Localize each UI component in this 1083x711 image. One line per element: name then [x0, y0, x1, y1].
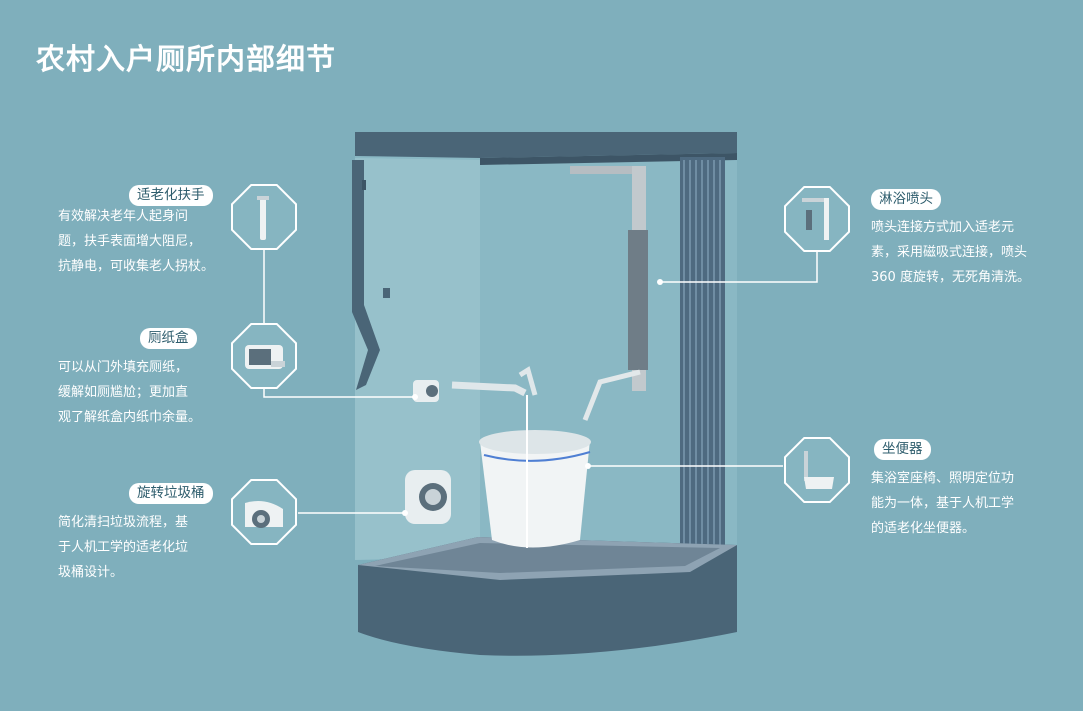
description-line: 素，采用磁吸式连接，喷头 [871, 245, 1028, 260]
tissue-box-description: 可以从门外填充厕纸， 缓解如厕尴尬；更加直 观了解纸盒内纸巾余量。 [58, 355, 201, 430]
tissue-box-icon [245, 345, 285, 369]
description-line: 有效解决老年人起身问 [58, 209, 189, 224]
description-line: 的适老化坐便器。 [871, 521, 976, 536]
description-line: 能为一体，基于人机工学 [871, 496, 1015, 511]
toilet-icon [804, 451, 834, 489]
description-line: 集浴室座椅、照明定位功 [871, 471, 1015, 486]
fold-handrail [451, 366, 538, 397]
toilet-label: 坐便器 [874, 439, 931, 460]
shower-head-label: 淋浴喷头 [871, 189, 941, 210]
toilet-icon-frame [784, 437, 850, 503]
description-line: 缓解如厕尴尬；更加直 [58, 385, 189, 400]
page-title: 农村入户厕所内部细节 [36, 42, 337, 76]
shower-head-icon-frame [784, 186, 850, 252]
roof [355, 132, 737, 158]
description-line: 喷头连接方式加入适老元 [871, 220, 1015, 235]
callout-connectors [263, 250, 818, 514]
shower-head-icon [802, 198, 829, 240]
description-line: 360 度旋转，无死角清洗。 [871, 270, 1030, 285]
ribbed-wall [680, 157, 725, 567]
toilet-description: 集浴室座椅、照明定位功 能为一体，基于人机工学 的适老化坐便器。 [871, 466, 1014, 541]
description-line: 可以从门外填充厕纸， [58, 360, 189, 375]
handrail-description: 有效解决老年人起身问 题，扶手表面增大阻尼， 抗静电，可收集老人拐杖。 [58, 204, 214, 279]
shower-column [570, 166, 648, 421]
description-line: 圾桶设计。 [58, 565, 124, 580]
trash-bin-icon-frame [231, 479, 297, 545]
glass-side [355, 158, 480, 560]
description-line: 于人机工学的适老化垃 [58, 540, 189, 555]
trash-bin-description: 简化清扫垃圾流程，基 于人机工学的适老化垃 圾桶设计。 [58, 510, 188, 585]
description-line: 抗静电，可收集老人拐杖。 [58, 259, 215, 274]
handrail-icon-frame [231, 184, 297, 250]
shower-head-description: 喷头连接方式加入适老元 素，采用磁吸式连接，喷头 360 度旋转，无死角清洗。 [871, 215, 1030, 290]
tissue-box-icon-frame [231, 323, 297, 389]
grab-bar [352, 160, 390, 390]
tissue-box-label: 厕纸盒 [140, 328, 197, 349]
description-line: 题，扶手表面增大阻尼， [58, 234, 202, 249]
handrail-label: 适老化扶手 [129, 185, 213, 206]
smart-toilet [479, 395, 591, 548]
trash-bin-label: 旋转垃圾桶 [129, 483, 213, 504]
handrail-icon [257, 196, 269, 240]
wall-trash-bin [405, 470, 451, 524]
description-line: 观了解纸盒内纸巾余量。 [58, 410, 202, 425]
shower-tray [358, 537, 737, 656]
trash-bin-icon [245, 501, 283, 528]
description-line: 简化清扫垃圾流程，基 [58, 515, 189, 530]
tissue-holder [413, 380, 439, 402]
